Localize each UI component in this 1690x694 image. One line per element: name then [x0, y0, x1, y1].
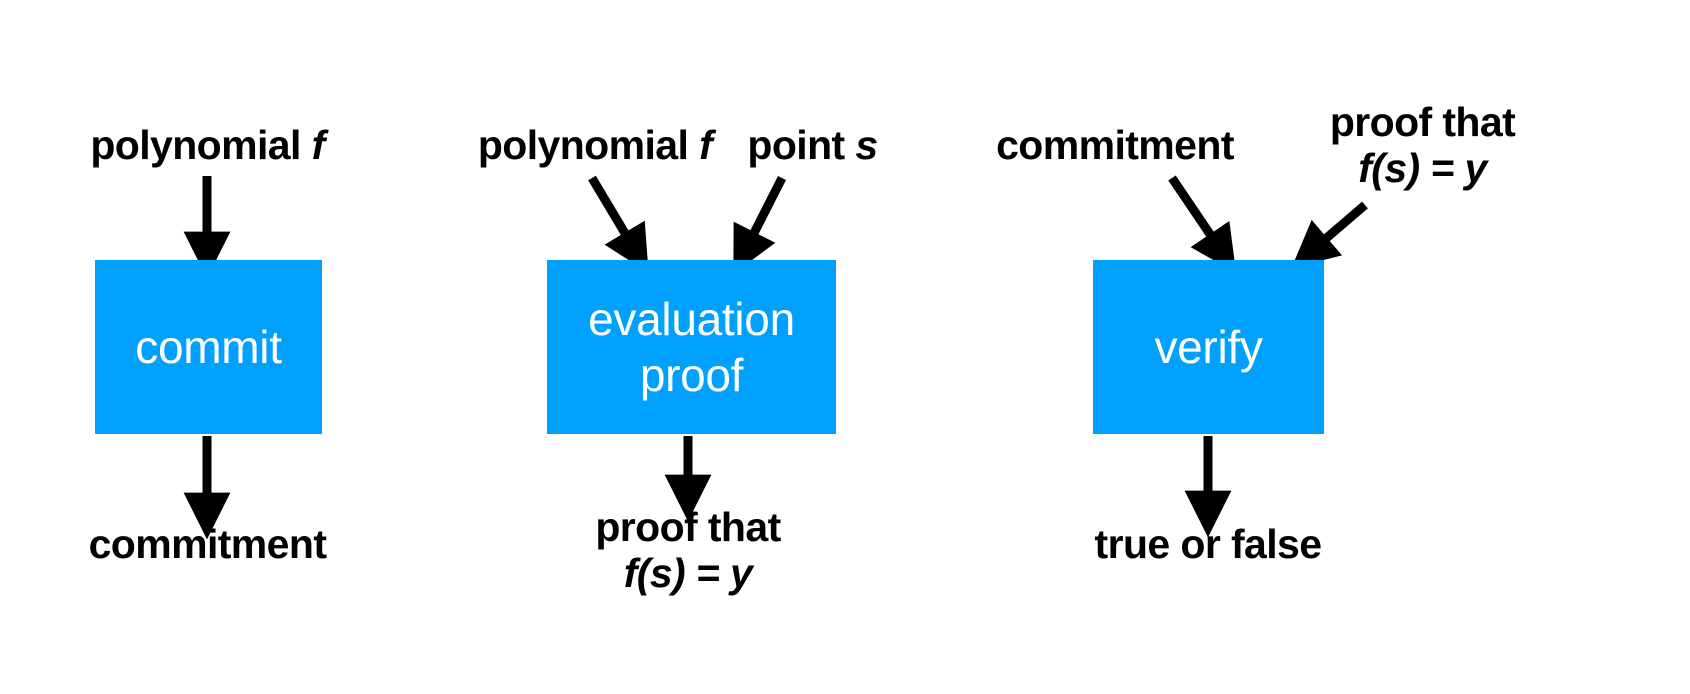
input-label-proof-fs-y-verify: proof that f(s) = y	[1285, 99, 1560, 192]
arrow-commitment-to-verify	[1168, 175, 1237, 273]
arrow-polynomial-to-evalproof	[588, 175, 649, 273]
output-label-commitment-commit: commitment	[0, 521, 415, 568]
label-math-s: s	[855, 122, 878, 168]
input-label-polynomial-f-evalproof: polynomial f	[390, 122, 800, 169]
process-box-label-line2: proof	[639, 349, 744, 401]
label-text-line1: proof that	[595, 504, 781, 550]
process-box-verify[interactable]: verify	[1093, 260, 1324, 434]
label-text: point	[747, 122, 856, 168]
label-text: commitment	[996, 122, 1234, 168]
label-text-line1: proof that	[1329, 99, 1516, 145]
label-math-line2: f(s) = y	[623, 549, 753, 596]
label-text: polynomial	[90, 122, 312, 168]
input-label-point-s-evalproof: point s	[710, 122, 915, 169]
process-box-label: verify	[1154, 320, 1263, 373]
process-box-label: commit	[135, 320, 282, 373]
process-box-evaluation-proof[interactable]: evaluation proof	[547, 260, 836, 434]
label-text: polynomial	[477, 122, 700, 168]
label-math-f: f	[311, 122, 326, 168]
process-box-label-line1: evaluation	[588, 292, 795, 345]
input-label-polynomial-f-commit: polynomial f	[0, 122, 415, 169]
arrow-proof-to-verify	[1291, 201, 1368, 269]
process-box-commit[interactable]: commit	[95, 260, 322, 434]
label-math-line2: f(s) = y	[1358, 144, 1487, 191]
input-label-commitment-verify: commitment	[910, 122, 1320, 169]
label-text: true or false	[1094, 521, 1322, 567]
arrow-point-to-evalproof	[733, 175, 787, 274]
output-label-proof-fs-y-evalproof: proof that f(s) = y	[498, 504, 878, 597]
label-text: commitment	[88, 521, 327, 567]
label-math-f: f	[699, 122, 713, 168]
output-label-true-or-false-verify: true or false	[1003, 521, 1413, 568]
